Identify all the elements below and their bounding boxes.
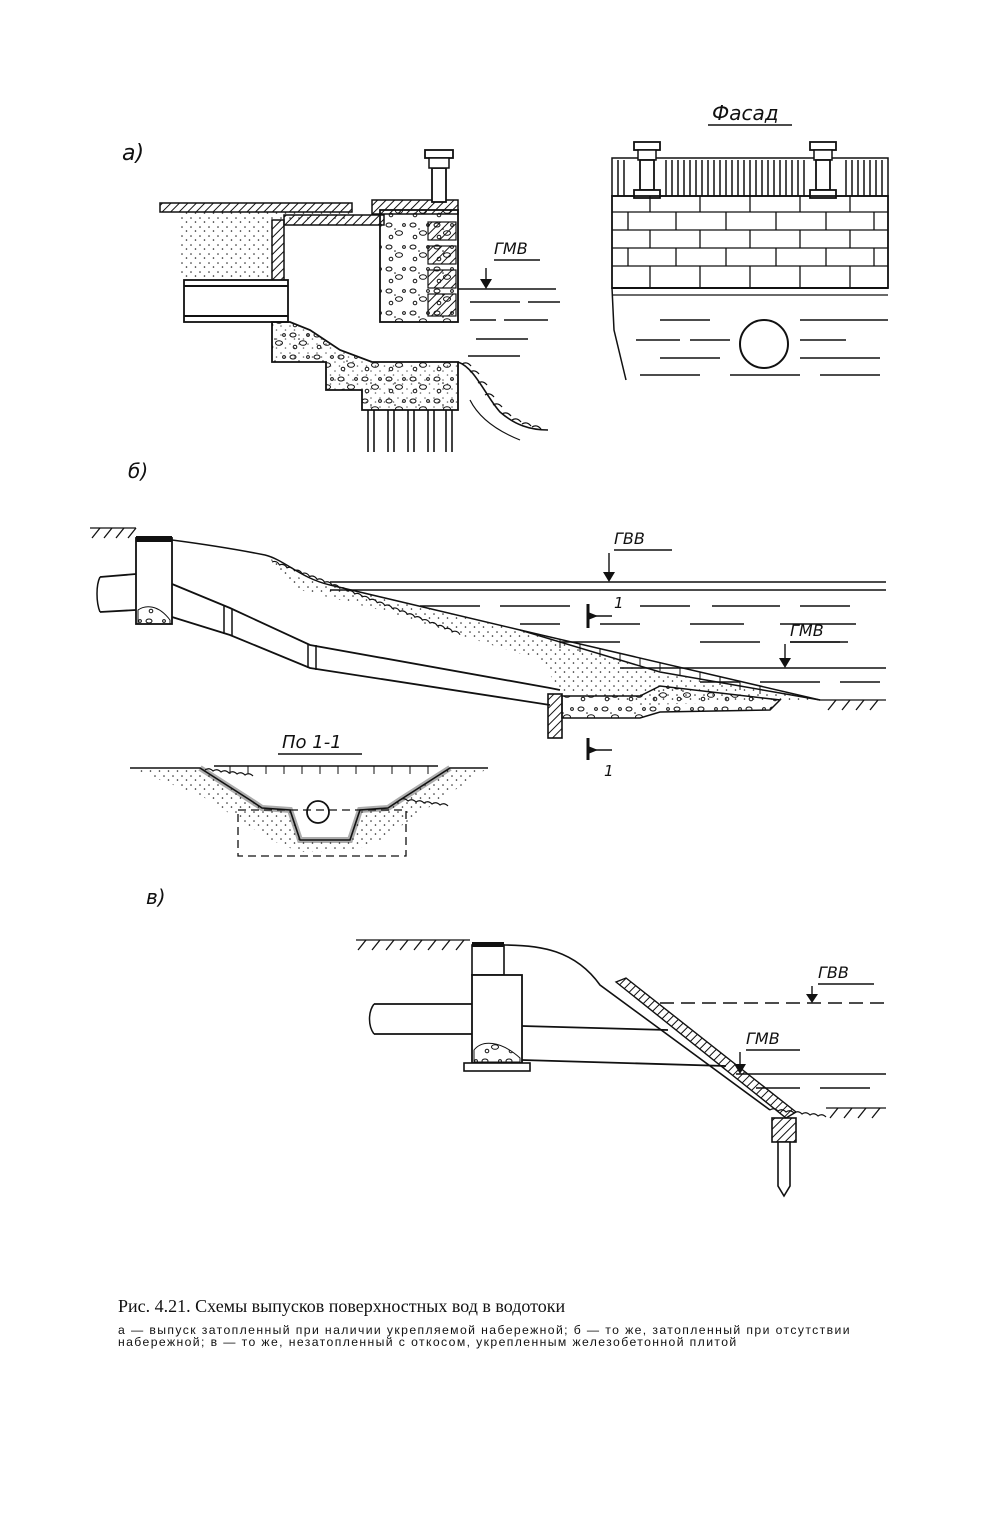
label-section: По 1-1 (282, 732, 342, 753)
parapet-post-neck (428, 157, 450, 169)
level-marker (480, 279, 492, 289)
pipe-section (306, 800, 330, 824)
toe-block (771, 1117, 797, 1143)
label-gvv-b: ГВВ (614, 529, 645, 548)
level-marker (734, 1064, 746, 1074)
facing-stone (427, 245, 457, 265)
paving-strip (159, 202, 353, 213)
label-gvv-v: ГВВ (818, 963, 849, 982)
piles (367, 410, 453, 452)
chamber-slab (283, 214, 385, 226)
outlet-pipe (521, 1025, 727, 1067)
ground-line (503, 944, 771, 1111)
label-gmv-v: ГМВ (746, 1029, 780, 1048)
diagram-canvas: а) (90, 101, 889, 1198)
figure-a: а) (122, 141, 560, 452)
label-v: в) (146, 885, 166, 909)
level-marker (806, 994, 818, 1003)
label-a: а) (122, 141, 144, 166)
facade-view: Фасад (611, 101, 889, 381)
quay-cap (371, 199, 459, 215)
trench-outline (237, 809, 407, 857)
caption-title: Рис. 4.21. Схемы выпусков поверхностных … (118, 1296, 566, 1316)
water-lines (458, 288, 560, 357)
parapet-post (431, 167, 447, 203)
section-view: По 1-1 (130, 732, 488, 857)
facade-post (809, 141, 837, 199)
label-cut-top: 1 (614, 594, 624, 612)
parapet-post-head (424, 149, 454, 159)
facing-stone (427, 293, 457, 317)
level-marker (603, 572, 615, 582)
manhole-cover (472, 942, 504, 947)
label-gmv-a: ГМВ (494, 239, 528, 258)
label-facade: Фасад (712, 101, 779, 125)
concrete-slab (614, 977, 798, 1119)
pile (777, 1141, 791, 1198)
apron (561, 685, 782, 719)
figure-b: б) (90, 459, 886, 780)
soil-fill (160, 212, 352, 278)
cutoff-wall (547, 693, 563, 739)
manhole-cover (136, 536, 172, 542)
ground-line (171, 539, 821, 701)
outlet-pipe (171, 583, 561, 691)
facade-post (633, 141, 661, 199)
facing-stone (427, 221, 457, 241)
figure-v: в) (146, 885, 886, 1198)
water-lines (736, 1073, 886, 1089)
label-cut-bottom: 1 (604, 762, 614, 780)
manhole-neck (471, 944, 505, 976)
sand-bed (130, 768, 488, 852)
label-b: б) (128, 459, 148, 483)
level-marker (779, 658, 791, 668)
manhole-base (463, 1062, 531, 1072)
facing-stone (427, 269, 457, 289)
water-lines (636, 319, 888, 376)
caption-text: а — выпуск затопленный при наличии укреп… (118, 1323, 851, 1349)
outlet-opening (739, 319, 789, 369)
label-gmv-b: ГМВ (790, 621, 824, 640)
